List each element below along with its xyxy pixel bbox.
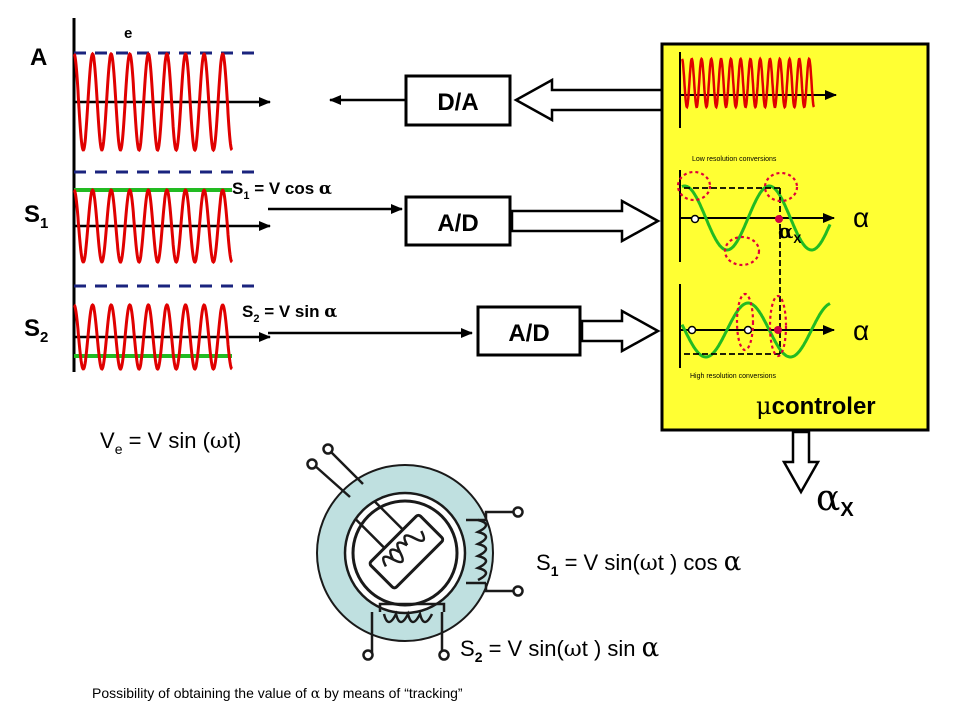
low-res-sample-ellipse [723,235,761,267]
controller-carrier-wave [680,56,816,110]
alpha-out-1: α [853,202,869,233]
low-res-sample-ellipse [676,170,712,202]
label-a: A [30,44,47,71]
ve-equation: Ve = V sin (ωt) [100,428,241,457]
stator-coil-s2 [362,602,450,661]
ad2-to-controller-arrow [580,308,661,354]
resolver [306,443,524,661]
rotor-terminal [306,458,318,470]
alpha-x-controller: αX [778,219,801,246]
controller-carrier-plot [679,52,837,128]
controller-title: μcontroler [756,392,876,420]
controller-sin-plot [679,284,835,368]
s1-equation: S1 = V cos α [232,179,332,202]
da-block [404,74,512,127]
cos-curve [681,184,832,252]
low-res-caption: Low resolution conversions [692,156,777,163]
rotor-winding [355,500,445,590]
ad2-label: A/D [508,320,549,347]
caption: Possibility of obtaining the value of α … [92,685,463,702]
label-s2: S2 [24,315,48,346]
high-res-sample-ellipse [735,292,755,352]
signal-plots [72,18,271,372]
resolver-s1-equation: S1 = V sin(ωt ) cos α [536,547,741,579]
ad1-label: A/D [437,210,478,237]
stator-coil-s1 [466,506,524,597]
da-label: D/A [437,89,478,116]
s2-equation: S2 = V sin α [242,302,337,325]
excitation-wave [72,51,234,153]
high-res-sample-ellipse [768,294,788,358]
low-res-sample-ellipse [763,171,799,203]
controller-cos-plot [676,170,835,354]
alpha-out-2: α [853,315,869,346]
controller-output-arrow [781,430,821,495]
rotor-terminal [322,443,334,455]
alpha-x-output: αX [816,478,854,521]
ad1-to-controller-arrow [510,198,661,244]
s1-wave [73,188,233,264]
high-res-caption: High resolution conversions [690,373,776,380]
label-e: e [124,25,132,42]
ad1-block [404,195,512,247]
sin-curve [680,301,831,359]
s2-wave [73,303,233,371]
resolver-s2-equation: S2 = V sin(ωt ) sin α [460,633,659,665]
controller-to-da-arrow [513,77,664,123]
label-s1: S1 [24,201,48,232]
ad2-block [476,305,582,357]
